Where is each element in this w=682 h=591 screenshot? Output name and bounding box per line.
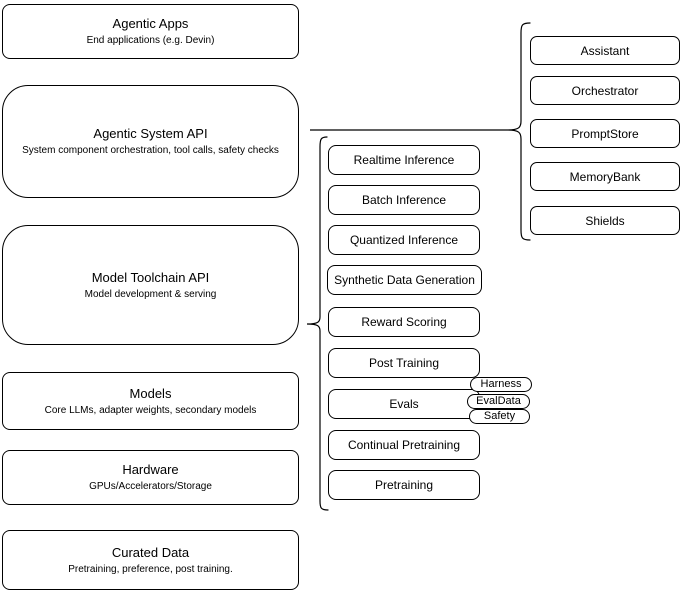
box-realtime-inference: Realtime Inference bbox=[328, 145, 480, 175]
models-subtitle: Core LLMs, adapter weights, secondary mo… bbox=[44, 404, 257, 416]
model-toolchain-api-subtitle: Model development & serving bbox=[84, 288, 217, 300]
box-pretraining: Pretraining bbox=[328, 470, 480, 500]
hardware-title: Hardware bbox=[122, 462, 179, 477]
box-memorybank: MemoryBank bbox=[530, 162, 680, 191]
brace-middle-group bbox=[306, 136, 329, 511]
models-title: Models bbox=[129, 385, 172, 401]
quantized-inference-label: Quantized Inference bbox=[349, 233, 459, 247]
box-agentic-apps: Agentic Apps End applications (e.g. Devi… bbox=[2, 4, 299, 59]
box-curated-data: Curated Data Pretraining, preference, po… bbox=[2, 530, 299, 590]
box-models: Models Core LLMs, adapter weights, secon… bbox=[2, 372, 299, 430]
box-synthetic-data-generation: Synthetic Data Generation bbox=[327, 265, 482, 295]
box-quantized-inference: Quantized Inference bbox=[328, 225, 480, 255]
synthetic-data-generation-label: Synthetic Data Generation bbox=[334, 273, 475, 287]
box-assistant: Assistant bbox=[530, 36, 680, 65]
pill-harness: Harness bbox=[470, 377, 532, 392]
curated-data-subtitle: Pretraining, preference, post training. bbox=[68, 563, 233, 575]
box-continual-pretraining: Continual Pretraining bbox=[328, 430, 480, 460]
hardware-subtitle: GPUs/Accelerators/Storage bbox=[89, 481, 212, 492]
box-batch-inference: Batch Inference bbox=[328, 185, 480, 215]
realtime-inference-label: Realtime Inference bbox=[353, 153, 455, 167]
agentic-apps-subtitle: End applications (e.g. Devin) bbox=[86, 35, 215, 46]
assistant-label: Assistant bbox=[580, 43, 630, 58]
box-model-toolchain-api: Model Toolchain API Model development & … bbox=[2, 225, 299, 345]
model-toolchain-api-title: Model Toolchain API bbox=[91, 269, 210, 285]
promptstore-label: PromptStore bbox=[571, 126, 639, 141]
box-orchestrator: Orchestrator bbox=[530, 76, 680, 105]
pill-safety: Safety bbox=[469, 409, 530, 424]
reward-scoring-label: Reward Scoring bbox=[361, 315, 447, 329]
box-promptstore: PromptStore bbox=[530, 119, 680, 148]
agentic-system-api-title: Agentic System API bbox=[93, 126, 208, 141]
safety-label: Safety bbox=[483, 410, 516, 422]
continual-pretraining-label: Continual Pretraining bbox=[347, 438, 461, 452]
agentic-system-api-subtitle: System component orchestration, tool cal… bbox=[22, 145, 279, 156]
harness-label: Harness bbox=[480, 378, 522, 390]
brace-right-group bbox=[506, 22, 531, 241]
curated-data-title: Curated Data bbox=[111, 544, 190, 560]
batch-inference-label: Batch Inference bbox=[361, 193, 447, 207]
memorybank-label: MemoryBank bbox=[569, 169, 641, 184]
agentic-apps-title: Agentic Apps bbox=[112, 16, 189, 31]
orchestrator-label: Orchestrator bbox=[571, 83, 639, 98]
pretraining-label: Pretraining bbox=[374, 478, 434, 492]
box-post-training: Post Training bbox=[328, 348, 480, 378]
evals-label: Evals bbox=[389, 397, 419, 411]
box-shields: Shields bbox=[530, 206, 680, 235]
evaldata-label: EvalData bbox=[476, 395, 521, 407]
box-evals: Evals bbox=[328, 389, 480, 419]
shields-label: Shields bbox=[585, 213, 625, 228]
pill-evaldata: EvalData bbox=[467, 394, 530, 409]
post-training-label: Post Training bbox=[368, 356, 440, 370]
box-reward-scoring: Reward Scoring bbox=[328, 307, 480, 337]
box-hardware: Hardware GPUs/Accelerators/Storage bbox=[2, 450, 299, 505]
box-agentic-system-api: Agentic System API System component orch… bbox=[2, 85, 299, 198]
